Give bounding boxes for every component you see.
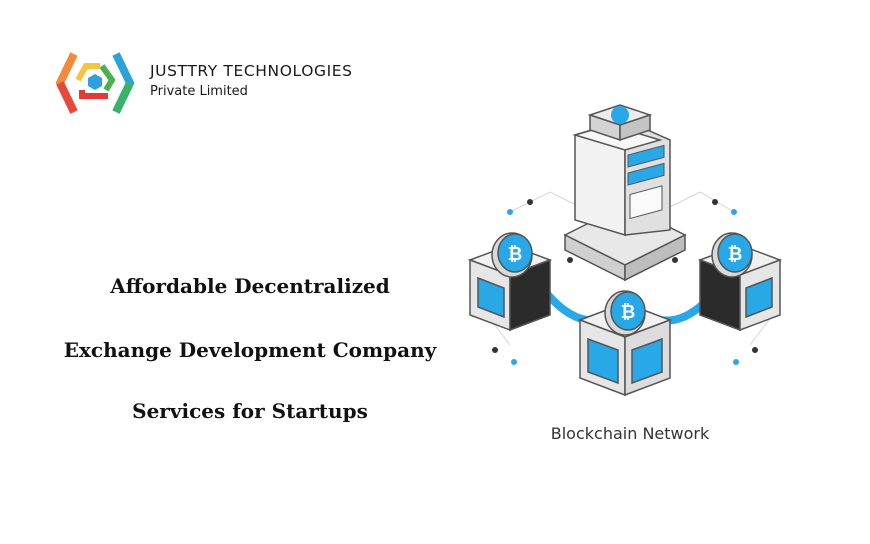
bitcoin-icon: ₿ <box>508 244 523 265</box>
bitcoin-icon: ₿ <box>621 302 636 323</box>
headline-line-2: Exchange Development Company <box>63 338 437 362</box>
illustration-caption: Blockchain Network <box>550 424 710 443</box>
headline-line-1: Affordable Decentralized <box>110 274 390 298</box>
headline-line-3: Services for Startups <box>132 399 368 423</box>
company-subtitle: Private Limited <box>150 84 248 99</box>
company-logo-icon <box>55 52 135 114</box>
bitcoin-icon: ₿ <box>728 244 743 265</box>
blockchain-network-icon: ₿ ₿ ₿ <box>467 104 783 397</box>
brand-block: JUSTTRY TECHNOLOGIES Private Limited <box>150 62 353 99</box>
company-name: JUSTTRY TECHNOLOGIES <box>150 62 353 80</box>
